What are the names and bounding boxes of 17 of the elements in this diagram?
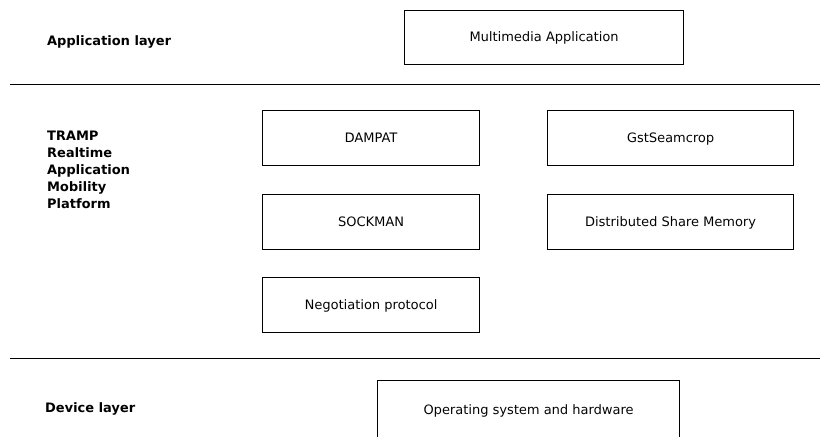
component-label: GstSeamcrop	[626, 130, 714, 146]
component-label: SOCKMAN	[338, 214, 404, 230]
component-box	[404, 10, 684, 65]
component-box	[262, 110, 480, 166]
layer-heading: Device layer	[45, 400, 136, 417]
component-box	[377, 380, 680, 437]
layer-heading: TRAMP Realtime Application Mobility Platform	[47, 128, 131, 213]
component-label: Multimedia Application	[469, 30, 619, 45]
component-box	[262, 277, 480, 333]
component-box	[547, 110, 794, 166]
component-label: Distributed Share Memory	[585, 214, 756, 230]
layer-heading: Application layer	[47, 33, 172, 50]
component-box	[547, 194, 794, 250]
component-label: DAMPAT	[344, 130, 398, 146]
component-label: Operating system and hardware	[423, 402, 634, 418]
component-label: Negotiation protocol	[304, 298, 438, 312]
component-box	[262, 194, 480, 250]
